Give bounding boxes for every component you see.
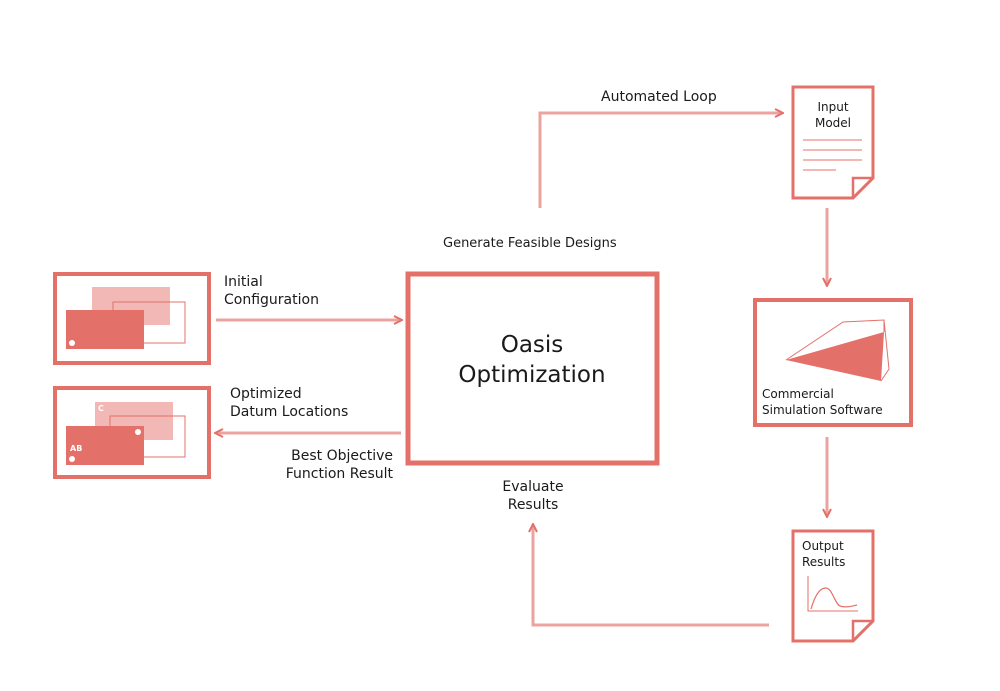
initial-label-line2: Configuration xyxy=(224,292,319,308)
evaluate-label-line2: Results xyxy=(507,497,559,513)
input-label-line2: Model xyxy=(814,116,852,130)
optimized-label-line1: Optimized xyxy=(230,386,302,402)
initial-config-datum-dot xyxy=(69,340,75,346)
generate-feasible-designs-label: Generate Feasible Designs xyxy=(443,236,617,251)
oasis-title-line1: Oasis xyxy=(500,332,564,358)
datum-tag-ab: AB xyxy=(70,444,83,453)
initial-label-line1: Initial xyxy=(224,274,263,290)
output-label-line1: Output xyxy=(802,539,844,553)
commercial-label-line2: Simulation Software xyxy=(762,403,883,417)
simulation-software-box xyxy=(753,298,913,427)
simulation-wedge-solid xyxy=(786,332,884,381)
best-label-line2: Function Result xyxy=(285,466,393,482)
optimized-datum-dot-top xyxy=(135,429,141,435)
optimized-label-line2: Datum Locations xyxy=(230,404,349,420)
initial-config-front-plate xyxy=(66,310,144,349)
evaluate-results-label: Evaluate Results xyxy=(483,478,583,514)
initial-configuration-label: Initial Configuration xyxy=(224,273,319,309)
oasis-optimization-title: Oasis Optimization xyxy=(410,330,654,390)
automated-loop-arrow xyxy=(538,113,782,208)
evaluate-label-line1: Evaluate xyxy=(502,479,564,495)
datum-tag-c: C xyxy=(98,404,104,413)
optimized-datum-dot-bottom xyxy=(69,456,75,462)
optimized-datum-label: Optimized Datum Locations xyxy=(230,385,348,421)
commercial-label-line1: Commercial xyxy=(762,387,834,401)
optimized-datum-box xyxy=(53,386,211,479)
output-results-document xyxy=(791,529,875,643)
best-objective-label: Best Objective Function Result xyxy=(260,447,393,483)
initial-configuration-box xyxy=(53,272,211,365)
output-results-plot-curve xyxy=(810,587,858,610)
oasis-optimization-box xyxy=(405,271,660,466)
commercial-simulation-label: Commercial Simulation Software xyxy=(762,386,883,418)
output-to-evaluate-arrow xyxy=(533,525,769,627)
oasis-title-line2: Optimization xyxy=(458,362,606,388)
output-results-page-fold xyxy=(851,619,873,641)
input-model-document xyxy=(791,85,875,200)
output-results-label: Output Results xyxy=(802,538,845,570)
output-label-line2: Results xyxy=(802,555,846,569)
automated-loop-label: Automated Loop xyxy=(601,89,717,105)
input-model-page-fold xyxy=(851,176,873,198)
output-results-plot-axes xyxy=(807,576,858,612)
input-label-line1: Input xyxy=(817,100,849,114)
optimized-datum-front-plate xyxy=(66,426,144,465)
input-model-label: Input Model xyxy=(803,99,863,131)
best-label-line1: Best Objective xyxy=(291,448,393,464)
